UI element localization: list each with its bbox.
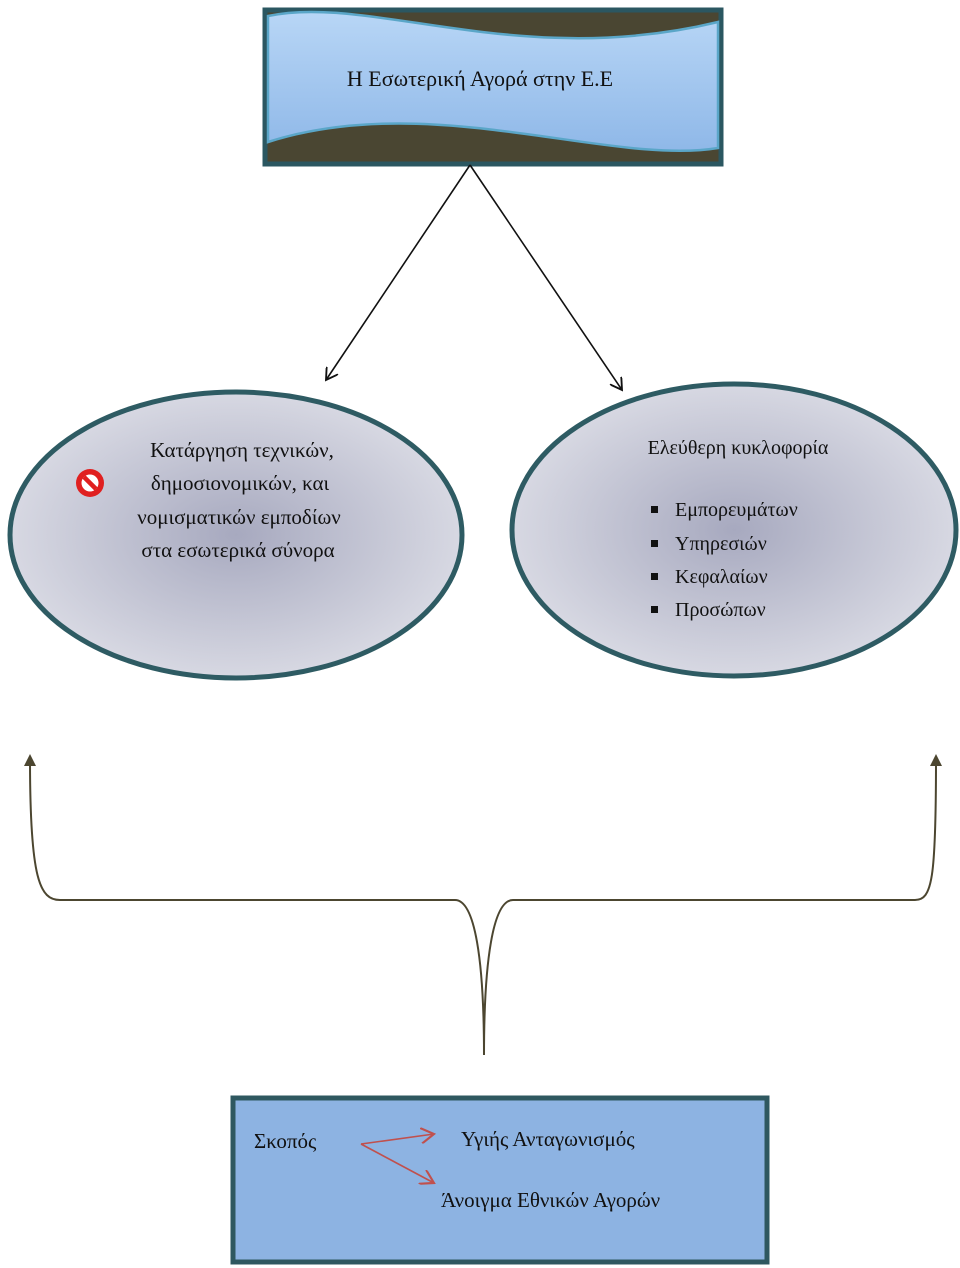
no-entry-icon [76,469,104,497]
right-node-shape [509,381,959,679]
left-node-line-2: δημοσιονομικών, και [151,471,330,495]
brace-connector [24,754,942,1056]
title-box: Η Εσωτερική Αγορά στην Ε.Ε [262,7,724,167]
arrow-title-to-left [326,164,471,380]
purpose-target-2: Άνοιγμα Εθνικών Αγορών [441,1188,660,1212]
brace-right-arm [483,754,942,1056]
purpose-box: Σκοπός Υγιής Ανταγωνισμός Άνοιγμα Εθνικώ… [230,1095,770,1265]
left-node-line-4: στα εσωτερικά σύνορα [141,538,334,562]
left-node-shape [7,389,465,681]
square-bullet-icon [651,506,658,513]
right-node-item: Προσώπων [675,599,766,621]
purpose-label: Σκοπός [254,1129,317,1153]
square-bullet-icon [651,606,658,613]
square-bullet-icon [651,573,658,580]
left-node-line-1: Κατάργηση τεχνικών, [150,438,334,462]
red-arrow-to-competition [360,1134,434,1145]
title-box-wave [266,10,720,152]
title-text: Η Εσωτερική Αγορά στην Ε.Ε [347,66,613,91]
arrow-title-to-right [469,164,622,390]
right-node-item: Κεφαλαίων [675,566,768,588]
left-node-line-3: νομισματικών εμποδίων [137,505,341,529]
purpose-target-1: Υγιής Ανταγωνισμός [461,1127,635,1151]
brace-left-arm [24,754,485,1056]
right-node: Ελεύθερη κυκλοφορία Εμπορευμάτων Υπηρεσι… [509,381,959,679]
right-node-item: Υπηρεσιών [675,533,767,555]
red-arrow-to-markets [360,1143,434,1183]
purpose-box-frame [230,1095,770,1265]
square-bullet-icon [651,540,658,547]
right-node-heading: Ελεύθερη κυκλοφορία [648,437,829,459]
right-node-item: Εμπορευμάτων [675,499,798,521]
left-node: Κατάργηση τεχνικών, δημοσιονομικών, και … [7,389,465,681]
